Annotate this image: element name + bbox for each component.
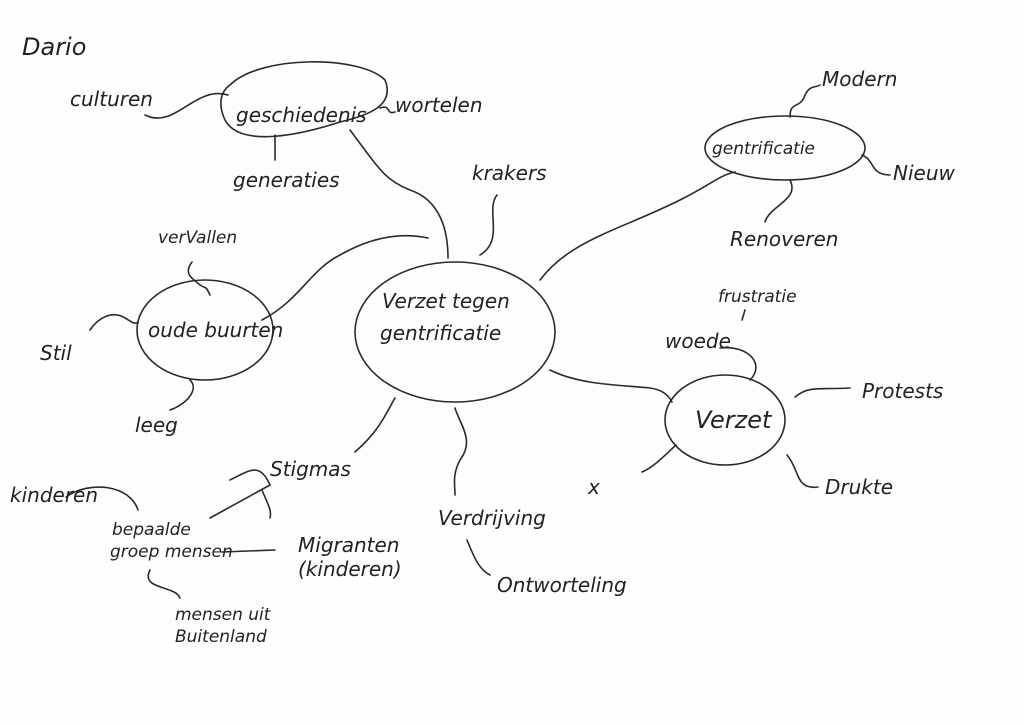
groep-label-line2: groep mensen xyxy=(110,542,233,562)
buitenland-label-line2: Buitenland xyxy=(175,627,267,647)
generaties-label: generaties xyxy=(233,168,340,192)
vervallen-label: verVallen xyxy=(158,228,237,248)
link-culturen xyxy=(144,92,229,119)
central-node-line2: gentrificatie xyxy=(380,321,501,345)
link-kinderen xyxy=(65,486,139,511)
verzet-label: Verzet xyxy=(695,406,773,434)
culturen-label: culturen xyxy=(70,87,153,111)
central-node-outline xyxy=(354,261,556,403)
link-oude-buurten-central xyxy=(261,235,429,321)
geschiedenis-node-outline xyxy=(220,61,388,138)
link-geschiedenis-central xyxy=(349,129,449,259)
link-stigmas-groep xyxy=(209,469,272,519)
protests-label: Protests xyxy=(862,379,943,403)
link-stil xyxy=(89,314,139,331)
verdrijving-label: Verdrijving xyxy=(438,506,546,530)
krakers-label: krakers xyxy=(472,161,547,185)
link-protests xyxy=(794,387,851,398)
leeg-label: leeg xyxy=(135,413,178,437)
kinderen-label: kinderen xyxy=(10,483,98,507)
link-krakers xyxy=(479,194,498,256)
link-drukte xyxy=(786,454,819,488)
link-wortelen xyxy=(379,106,396,114)
groep-label-line1: bepaalde xyxy=(112,520,191,540)
wortelen-label: wortelen xyxy=(395,93,483,117)
stil-label: Stil xyxy=(40,341,72,365)
verzet-node-outline xyxy=(664,374,786,466)
frustratie-label: frustratie xyxy=(718,287,797,307)
author-name: Dario xyxy=(22,33,86,61)
drukte-label: Drukte xyxy=(825,475,893,499)
link-x xyxy=(641,444,677,473)
migranten-label-line2: (kinderen) xyxy=(298,557,402,581)
link-buitenland xyxy=(147,569,181,599)
link-nieuw xyxy=(861,154,891,176)
central-node-line1: Verzet tegen xyxy=(382,289,510,313)
link-frustratie xyxy=(741,309,746,321)
ontworteling-label: Ontworteling xyxy=(497,573,627,597)
oude-buurten-node-outline xyxy=(136,279,274,381)
link-vervallen xyxy=(187,261,211,296)
link-central-gentrificatie xyxy=(539,171,736,281)
migranten-label-line1: Migranten xyxy=(298,533,399,557)
oude-buurten-label: oude buurten xyxy=(148,318,283,342)
gentrificatie-node-outline xyxy=(704,115,866,181)
link-modern xyxy=(789,84,821,118)
link-central-stigmas xyxy=(354,397,396,453)
renoveren-label: Renoveren xyxy=(730,227,838,251)
modern-label: Modern xyxy=(822,67,897,91)
link-renoveren xyxy=(764,179,793,223)
link-groep-migranten xyxy=(221,549,276,553)
nieuw-label: Nieuw xyxy=(893,161,955,185)
buitenland-label-line1: mensen uit xyxy=(175,605,272,625)
link-woede xyxy=(719,347,757,381)
link-ontworteling xyxy=(466,539,491,576)
link-leeg xyxy=(169,379,194,411)
link-central-verdrijving xyxy=(453,407,468,496)
stigmas-label: Stigmas xyxy=(270,457,351,481)
geschiedenis-label: geschiedenis xyxy=(236,103,367,127)
woede-label: woede xyxy=(665,329,731,353)
link-central-verzet xyxy=(549,369,673,403)
x-mark: x xyxy=(587,475,600,499)
link-stigmas-migranten xyxy=(261,489,272,519)
gentrificatie-label: gentrificatie xyxy=(712,139,815,159)
